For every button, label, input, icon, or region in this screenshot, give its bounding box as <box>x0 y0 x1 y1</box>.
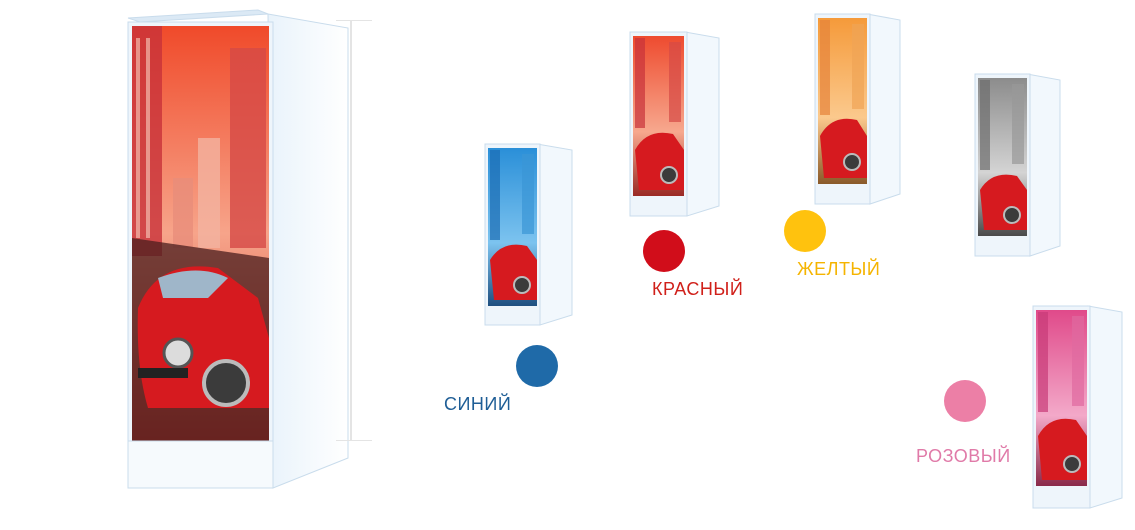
main-wardrobe-illustration <box>127 9 349 489</box>
swatch-red[interactable] <box>643 230 685 272</box>
height-dimension-tick-bottom <box>336 440 372 441</box>
main-wardrobe-image <box>118 8 368 508</box>
swatch-pink[interactable] <box>944 380 986 422</box>
label-pink: РОЗОВЫЙ <box>916 446 1011 466</box>
wardrobe-grey-image[interactable] <box>972 70 1064 260</box>
wardrobe-blue-image[interactable] <box>482 140 577 330</box>
label-yellow: ЖЕЛТЫЙ <box>797 259 881 279</box>
height-dimension-tick-top <box>336 20 372 21</box>
label-blue: СИНИЙ <box>444 394 512 414</box>
swatch-blue[interactable] <box>516 345 558 387</box>
label-red: КРАСНЫЙ <box>652 279 744 299</box>
height-dimension-line <box>350 20 352 440</box>
swatch-yellow[interactable] <box>784 210 826 252</box>
wardrobe-pink-image[interactable] <box>1030 302 1125 512</box>
wardrobe-red-image[interactable] <box>627 28 722 220</box>
wardrobe-yellow-image[interactable] <box>812 10 904 208</box>
